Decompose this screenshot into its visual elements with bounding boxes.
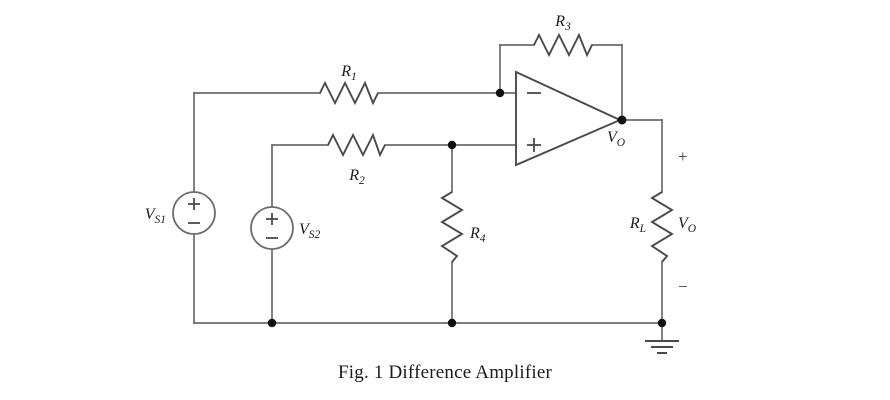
label-r1: R1 xyxy=(340,63,357,83)
vs2-plus-sign xyxy=(266,213,278,225)
label-vs1: VS1 xyxy=(145,206,166,226)
resistor-r1-symbol xyxy=(319,80,379,106)
node-dot-vs2-ground xyxy=(267,318,277,328)
opamp-noninverting-marker xyxy=(527,138,541,152)
opamp-triangle xyxy=(515,70,623,167)
label-r4: R4 xyxy=(469,225,486,245)
label-vs2: VS2 xyxy=(299,221,321,241)
resistor-r2-symbol xyxy=(327,132,386,158)
node-dot-inverting-input xyxy=(495,88,505,98)
vs1-plus-sign xyxy=(188,198,200,210)
label-rl: RL xyxy=(629,215,646,235)
label-r2: R2 xyxy=(348,167,365,187)
node-dot-ground-rail xyxy=(657,318,667,328)
voltage-source-vs1-symbol xyxy=(172,191,216,235)
resistor-r3-symbol xyxy=(533,32,593,58)
label-vo-output-node: VO xyxy=(607,129,626,149)
voltage-source-vs2-symbol xyxy=(250,206,294,250)
label-r3: R3 xyxy=(554,13,571,33)
resistor-r4-symbol xyxy=(440,191,464,263)
label-load-plus: + xyxy=(678,147,688,166)
label-vo-load: VO xyxy=(678,215,697,235)
node-dot-noninverting-input xyxy=(447,140,457,150)
resistor-rl-symbol xyxy=(650,191,674,263)
node-dot-output xyxy=(617,115,627,125)
ground-symbol xyxy=(645,340,679,354)
label-load-minus: − xyxy=(678,277,688,296)
node-dot-r4-ground xyxy=(447,318,457,328)
figure-caption: Fig. 1 Difference Amplifier xyxy=(338,362,552,383)
